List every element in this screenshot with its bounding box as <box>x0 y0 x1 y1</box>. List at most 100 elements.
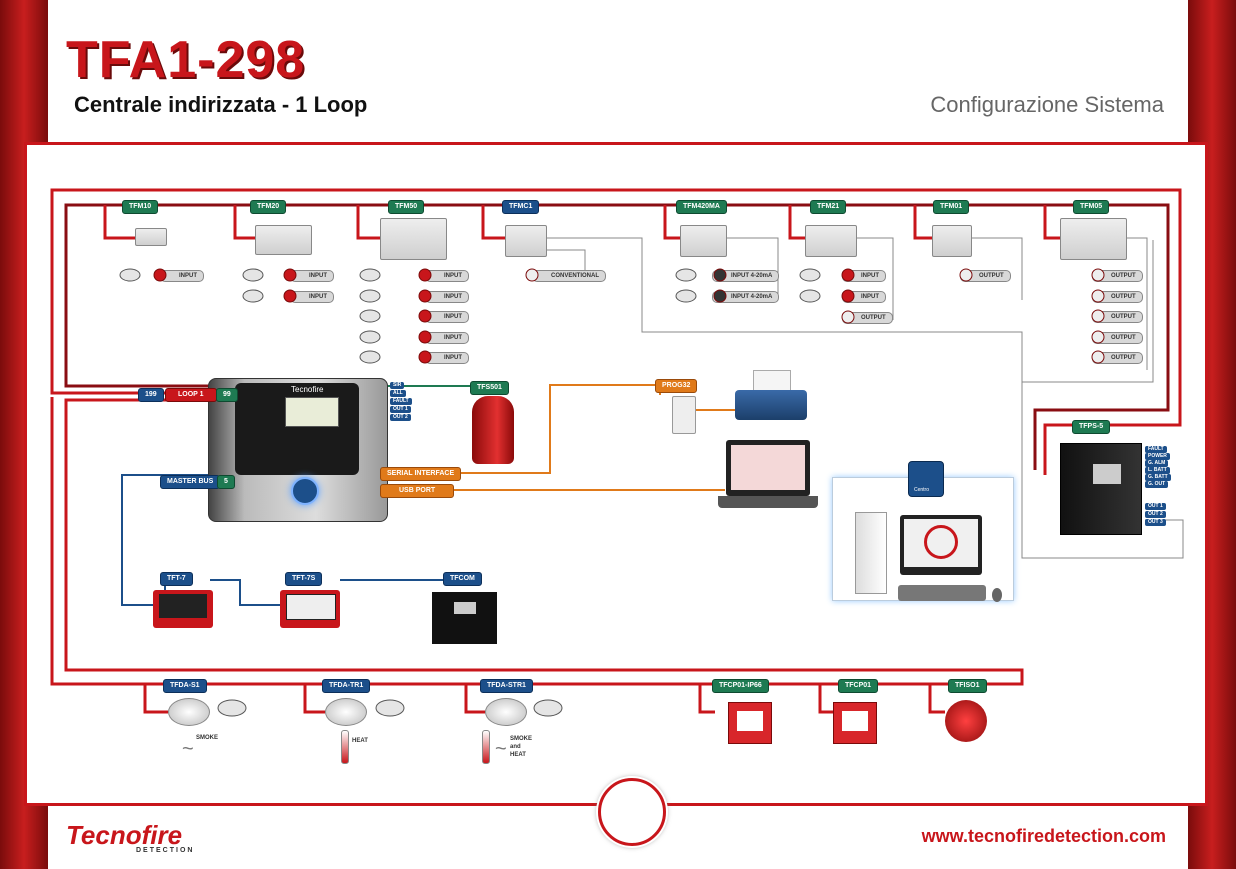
header <box>48 0 1188 140</box>
thermometer-icon <box>341 730 349 764</box>
tag-tfs501: TFS501 <box>470 381 509 395</box>
stub-tfm21 <box>788 205 805 240</box>
usb-port-tag: USB PORT <box>380 484 455 498</box>
stub-tfm05 <box>1043 205 1060 240</box>
centro-icon <box>908 461 944 497</box>
detector-label: SMOKE and HEAT <box>510 736 533 758</box>
loop-bottom <box>50 397 1024 686</box>
loop-label: LOOP 1 <box>165 388 217 402</box>
out-sir: SIR <box>390 382 405 389</box>
tag-tfmc1: TFMC1 <box>502 200 540 214</box>
tag-tfiso1: TFISO1 <box>948 679 987 693</box>
page-subtitle: Centrale indirizzata - 1 Loop <box>74 92 368 117</box>
tag-tfcom: TFCOM <box>443 572 482 586</box>
master-bus-count: 5 <box>217 475 235 489</box>
tag-tft7s: TFT-7S <box>285 572 323 586</box>
centro-label: Centro <box>914 487 930 493</box>
detector-label: SMOKE <box>196 735 219 741</box>
module-tfmc1 <box>505 225 547 257</box>
module-tfm10 <box>135 228 167 246</box>
smoke-icon: ~ <box>182 738 194 760</box>
psu-cabinet <box>1060 443 1142 535</box>
serial-interface-tag: SERIAL INTERFACE <box>380 467 462 481</box>
mouse-icon <box>992 588 1002 602</box>
module-tfm05 <box>1060 218 1127 260</box>
smoke-detector <box>168 698 210 726</box>
call-point-ip66 <box>728 702 772 744</box>
module-tfm420ma <box>680 225 727 257</box>
tag-tfm21: TFM21 <box>810 200 847 214</box>
stub-tfm20 <box>233 205 255 240</box>
module-tfm01 <box>932 225 972 257</box>
tag-tft7: TFT-7 <box>160 572 193 586</box>
siren-device <box>472 396 514 464</box>
psu-power: POWER <box>1145 453 1170 460</box>
psu-lbatt: L. BATT <box>1145 467 1170 474</box>
io-label: INPUT 4-20mA <box>712 291 780 303</box>
tag-prog32: PROG32 <box>655 379 698 393</box>
website-link[interactable]: www.tecnofiredetection.com <box>921 826 1166 846</box>
tag-tfcp01-ip66: TFCP01-IP66 <box>712 679 769 693</box>
io-label: OUTPUT <box>1092 352 1143 364</box>
psu-out3: OUT 3 <box>1145 519 1166 526</box>
rsc-seal-icon <box>598 778 666 846</box>
psu-out2: OUT 2 <box>1145 511 1166 518</box>
loop-count-left: 199 <box>138 388 164 402</box>
loop-outer <box>50 188 1182 475</box>
master-bus-tag: MASTER BUS <box>160 475 221 489</box>
io-label: INPUT <box>425 270 469 282</box>
keyboard-icon <box>898 585 986 601</box>
control-panel: Tecnofire <box>208 378 388 522</box>
io-label: OUTPUT <box>842 312 893 324</box>
psu-out1: OUT 1 <box>1145 503 1166 510</box>
loop-count-right: 99 <box>216 388 238 402</box>
tag-tfm05: TFM05 <box>1073 200 1110 214</box>
logo-sub: DETECTION <box>136 847 195 854</box>
module-tfm21 <box>805 225 857 257</box>
loop-inner <box>64 203 1170 470</box>
module-tfm20 <box>255 225 312 255</box>
call-point <box>833 702 877 744</box>
psu-fault: FAULT <box>1145 446 1167 453</box>
pc-monitor <box>900 515 982 575</box>
smoke-icon: ~ <box>495 738 507 760</box>
psu-gbatt: G. BATT <box>1145 474 1171 481</box>
panel-logo-icon <box>291 477 319 505</box>
out-fault: FAULT <box>390 398 412 405</box>
stub-tfm10 <box>103 205 135 240</box>
repeater-tft7 <box>153 590 213 628</box>
tag-tfm420ma: TFM420MA <box>676 200 727 214</box>
io-label: INPUT <box>290 270 334 282</box>
heat-detector <box>325 698 367 726</box>
isolator-beacon <box>945 700 987 742</box>
tag-tfda-s1: TFDA-S1 <box>163 679 207 693</box>
io-label: INPUT <box>425 291 469 303</box>
section-title: Configurazione Sistema <box>930 92 1164 117</box>
detector-label: HEAT <box>352 738 368 744</box>
stub-tfm01 <box>913 205 932 240</box>
stub-tfm50 <box>356 205 380 240</box>
io-label: INPUT <box>290 291 334 303</box>
tag-tfm10: TFM10 <box>122 200 159 214</box>
tag-tfm20: TFM20 <box>250 200 287 214</box>
io-label: INPUT 4-20mA <box>712 270 780 282</box>
psu-galm: G. ALM <box>1145 460 1169 467</box>
tag-tfda-tr1: TFDA-TR1 <box>322 679 371 693</box>
tag-tfps5: TFPS-5 <box>1072 420 1111 434</box>
io-label: OUTPUT <box>1092 311 1143 323</box>
stub-tfmc1 <box>481 205 505 240</box>
stub-tfm420 <box>663 205 680 240</box>
smoke-heat-detector <box>485 698 527 726</box>
out-2: OUT 2 <box>390 414 411 421</box>
panel-brand: Tecnofire <box>291 385 324 394</box>
repeater-tft7s <box>280 590 340 628</box>
module-tfm50 <box>380 218 447 260</box>
panel-display <box>285 397 339 427</box>
thermometer-icon <box>482 730 490 764</box>
pc-tower <box>855 512 887 594</box>
out-all: ALL <box>390 390 406 397</box>
prog32-device <box>672 396 696 434</box>
